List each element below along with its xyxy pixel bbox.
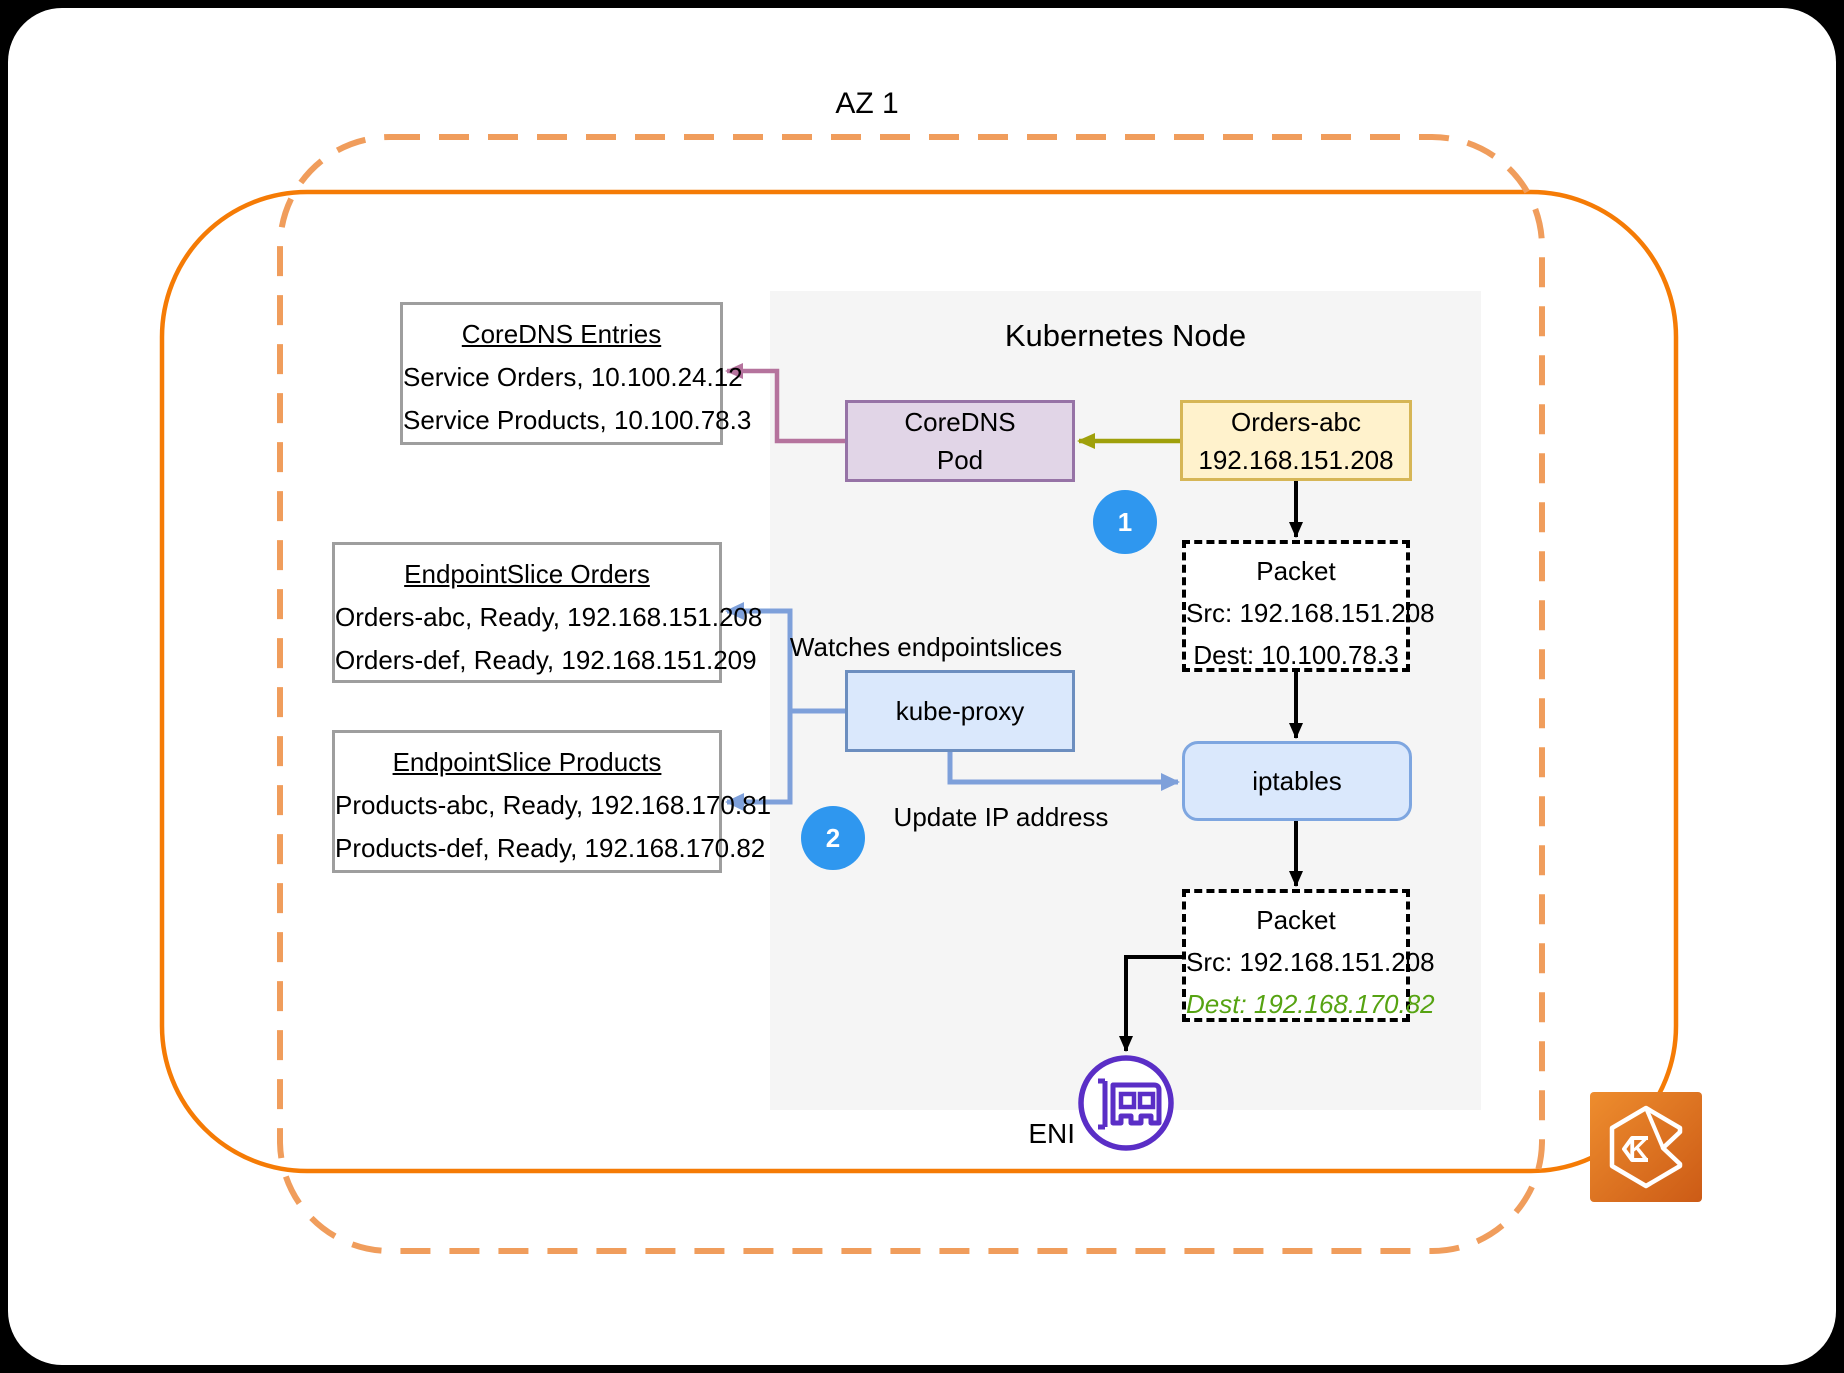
packet-title: Packet: [1256, 556, 1336, 586]
step-2-badge: 2: [801, 806, 865, 870]
coredns-entry-row: Service Products, 10.100.78.3: [403, 405, 752, 435]
coredns-entry-row: Service Orders, 10.100.24.12: [403, 362, 743, 392]
coredns-entries-box: CoreDNS Entries Service Orders, 10.100.2…: [400, 302, 752, 445]
coredns-pod-line: CoreDNS: [904, 407, 1016, 437]
packet-src: Src: 192.168.151.208: [1186, 947, 1435, 977]
eni-label: ENI: [1028, 1118, 1075, 1149]
endpointslice-row: Orders-abc, Ready, 192.168.151.208: [335, 602, 763, 632]
iptables-box: iptables: [1182, 741, 1412, 821]
packet-before-box: Packet Src: 192.168.151.208 Dest: 10.100…: [1182, 540, 1435, 672]
kubernetes-node-title: Kubernetes Node: [1004, 318, 1247, 353]
kube-proxy-label: kube-proxy: [895, 696, 1025, 726]
watches-endpointslices-label: Watches endpointslices: [789, 632, 1063, 662]
coredns-entries-title: CoreDNS Entries: [461, 319, 662, 349]
update-ip-label: Update IP address: [893, 802, 1109, 832]
endpointslice-orders-title: EndpointSlice Orders: [404, 559, 650, 589]
orders-abc-pod-box: Orders-abc 192.168.151.208: [1180, 400, 1412, 481]
packet-title: Packet: [1256, 905, 1336, 935]
orders-abc-ip: 192.168.151.208: [1198, 444, 1394, 475]
kube-proxy-box: kube-proxy: [845, 670, 1075, 752]
packet-dest-rewritten: Dest: 192.168.170.82: [1186, 989, 1435, 1019]
orders-abc-name: Orders-abc: [1230, 406, 1362, 437]
endpointslice-products-box: EndpointSlice Products Products-abc, Rea…: [332, 730, 772, 873]
az-label: AZ 1: [835, 87, 899, 120]
packet-after-box: Packet Src: 192.168.151.208 Dest: 192.16…: [1182, 889, 1435, 1022]
endpointslice-orders-box: EndpointSlice Orders Orders-abc, Ready, …: [332, 542, 763, 683]
endpointslice-row: Orders-def, Ready, 192.168.151.209: [335, 645, 757, 675]
coredns-pod-box: CoreDNS Pod: [845, 400, 1075, 482]
iptables-label: iptables: [1252, 766, 1342, 796]
endpointslice-row: Products-abc, Ready, 192.168.170.81: [335, 790, 772, 820]
endpointslice-products-title: EndpointSlice Products: [392, 747, 662, 777]
step-1-badge: 1: [1093, 490, 1157, 554]
packet-dest: Dest: 10.100.78.3: [1193, 640, 1399, 670]
coredns-pod-line: Pod: [936, 445, 984, 475]
packet-src: Src: 192.168.151.208: [1186, 598, 1435, 628]
endpointslice-row: Products-def, Ready, 192.168.170.82: [335, 833, 766, 863]
